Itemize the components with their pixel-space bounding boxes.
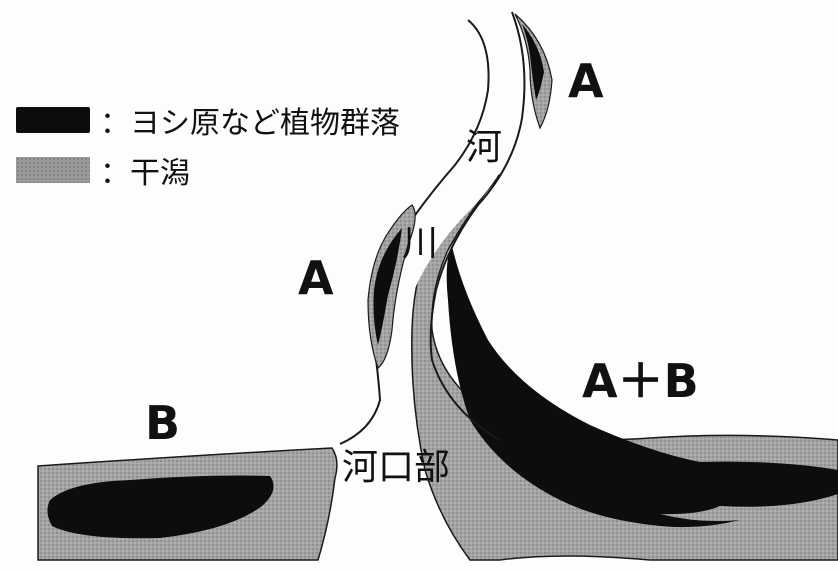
legend-item-tidal-flat: ：干潟 [16, 148, 190, 192]
right-vegetation [446, 246, 838, 528]
legend-item-vegetation: ：ヨシ原など植物群落 [16, 98, 400, 142]
river-right-bank [429, 11, 526, 441]
label-river-char2: 川 [402, 223, 439, 264]
left-vegetation [47, 475, 274, 539]
tidal-flat-swatch [16, 157, 90, 183]
vegetation-swatch [16, 107, 90, 133]
label-b-left: B [145, 396, 181, 450]
upper-vegetation [522, 24, 544, 100]
label-a-upper: A [568, 54, 604, 108]
legend-label-tidal-flat: ：干潟 [100, 156, 190, 191]
label-river-mouth: 河口部 [342, 447, 451, 488]
middle-vegetation [373, 228, 402, 345]
label-a-middle: A [298, 251, 334, 305]
label-river-char1: 河 [466, 127, 503, 168]
label-a-plus-b: A＋B [582, 354, 699, 408]
legend-label-vegetation: ：ヨシ原など植物群落 [100, 106, 400, 141]
